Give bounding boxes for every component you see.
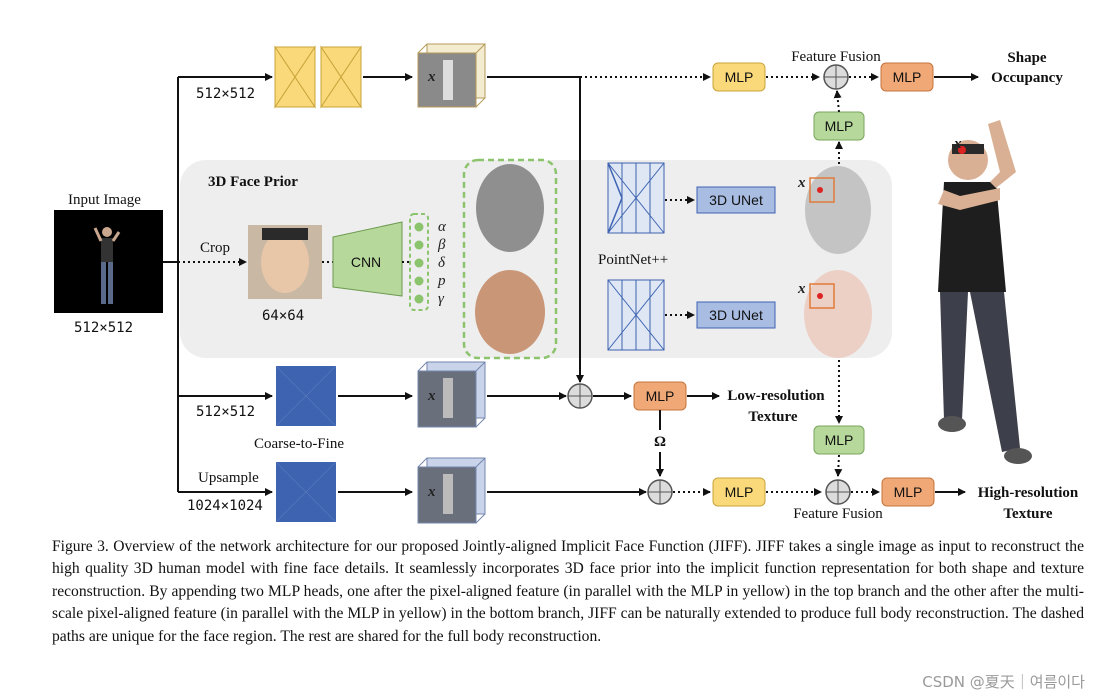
x-symbol-face-top: x: [797, 175, 806, 191]
mlp-texture-green-label: MLP: [825, 432, 854, 448]
x-symbol-face-bottom: x: [797, 281, 806, 297]
bottom-resolution: 1024×1024: [187, 498, 263, 514]
mlp-bottom-yellow: [712, 477, 766, 507]
fusion-circle-mid: [567, 383, 593, 409]
param-dots: [414, 222, 424, 304]
face-texture-voxel: [804, 270, 872, 358]
face-texture-mesh: [475, 270, 545, 354]
input-image-title: Input Image: [68, 192, 141, 208]
cnn-block: [332, 221, 403, 297]
fusion-circle-bottom: [825, 479, 851, 505]
x-symbol-bottom: x: [427, 484, 436, 500]
architecture-diagram: 3D Face Prior Input Image 512×512 512×51…: [54, 43, 1079, 524]
voxel-cube-bottom: [809, 283, 835, 309]
blue-hourglass-bottom: [276, 462, 336, 522]
param-delta: δ: [438, 255, 446, 271]
pointnet-label: PointNet++: [598, 252, 668, 268]
crop-label: Crop: [200, 240, 230, 256]
unet-bottom-label: 3D UNet: [709, 307, 763, 323]
cropped-face-image: [248, 225, 322, 299]
top-resolution: 512×512: [196, 86, 255, 102]
unet-top-label: 3D UNet: [709, 192, 763, 208]
top-feature-cube: [417, 43, 486, 108]
crop-resolution: 64×64: [262, 308, 304, 324]
bottom-feature-cube: [417, 457, 486, 524]
input-resolution: 512×512: [74, 320, 133, 336]
param-vector: [409, 213, 429, 311]
x-symbol-mid: x: [427, 388, 436, 404]
feature-fusion-top: Feature Fusion: [791, 49, 881, 65]
mlp-top-yellow: [712, 62, 766, 92]
mlp-mid-orange-label: MLP: [646, 388, 675, 404]
upsample-label: Upsample: [198, 470, 259, 486]
out-shape-2: Occupancy: [991, 70, 1063, 86]
full-body-reconstruction: [938, 120, 1032, 464]
out-shape-1: Shape: [1007, 50, 1047, 66]
pointnet-block-top: [607, 162, 665, 234]
cnn-label: CNN: [351, 254, 381, 270]
out-low-2: Texture: [748, 409, 798, 425]
param-alpha: α: [438, 219, 447, 235]
unet-bottom: [696, 301, 776, 329]
voxel-cube-top: [809, 177, 835, 203]
mlp-bottom-orange-label: MLP: [894, 484, 923, 500]
pointnet-block-bottom: [607, 279, 665, 351]
x-symbol-body: x: [953, 136, 962, 152]
omega-symbol: Ω: [654, 434, 666, 450]
out-low-1: Low-resolution: [727, 388, 825, 404]
watermark: CSDN @夏天｜여름이다: [922, 673, 1085, 691]
mlp-top-orange-label: MLP: [893, 69, 922, 85]
mid-resolution: 512×512: [196, 404, 255, 420]
figure-caption: Figure 3. Overview of the network archit…: [52, 538, 1084, 645]
mlp-texture-green: [813, 425, 865, 455]
param-p: p: [437, 273, 446, 289]
yellow-hourglass-encoder: [274, 45, 362, 109]
person-silhouette-icon: [93, 227, 121, 304]
fusion-circle-bottom-left: [647, 479, 673, 505]
face-recon-group: [462, 158, 558, 360]
face-shape-mesh: [476, 164, 544, 252]
mlp-shape-green-label: MLP: [825, 118, 854, 134]
feature-fusion-bottom: Feature Fusion: [793, 506, 883, 522]
out-high-1: High-resolution: [978, 485, 1079, 501]
mlp-top-yellow-label: MLP: [725, 69, 754, 85]
blue-hourglass-mid: [276, 366, 336, 426]
param-beta: β: [437, 237, 446, 253]
coarse-to-fine-label: Coarse-to-Fine: [254, 436, 344, 452]
face-shape-voxel: [805, 166, 871, 254]
param-gamma: γ: [438, 291, 445, 307]
fusion-circle-top: [823, 64, 849, 90]
mlp-top-orange: [880, 62, 934, 92]
out-high-2: Texture: [1003, 506, 1053, 522]
x-symbol-top: x: [427, 69, 436, 85]
face-prior-title: 3D Face Prior: [208, 174, 298, 190]
mlp-bottom-orange: [881, 477, 935, 507]
unet-top: [696, 186, 776, 214]
mid-feature-cube: [417, 361, 486, 428]
mlp-bottom-yellow-label: MLP: [725, 484, 754, 500]
